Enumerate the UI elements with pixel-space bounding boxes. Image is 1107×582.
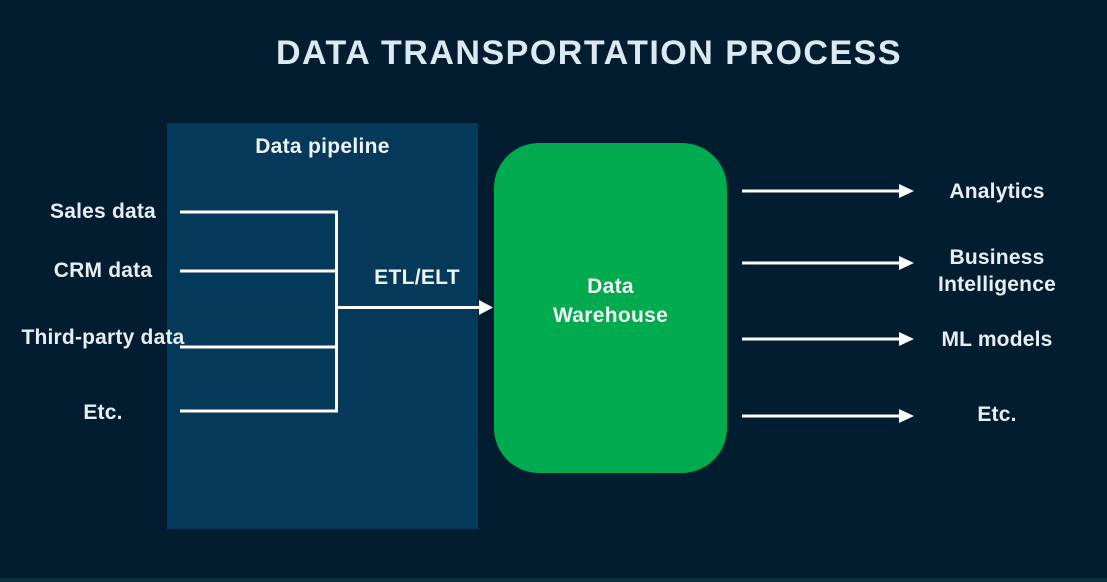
source-label-sales-data: Sales data: [50, 200, 156, 223]
etl-elt-label: ETL/ELT: [374, 266, 460, 289]
source-label-third-party-data: Third-party data: [21, 326, 185, 349]
output-label-ml-models: ML models: [941, 328, 1053, 351]
output-label-business-intelligence: Business Intelligence: [938, 246, 1056, 296]
footer-accent-bar: [0, 578, 1107, 582]
source-label-crm-data: CRM data: [53, 259, 153, 282]
data-warehouse-label: Data Warehouse: [552, 275, 669, 327]
data-pipeline-label: Data pipeline: [255, 135, 390, 158]
output-label-etc: Etc.: [977, 403, 1017, 426]
output-label-analytics: Analytics: [949, 180, 1045, 203]
page-title: DATA TRANSPORTATION PROCESS: [275, 34, 903, 72]
etl-arrow-head: [479, 300, 493, 315]
data-warehouse-box: Data Warehouse: [494, 143, 727, 473]
source-label-etc: Etc.: [83, 401, 123, 424]
data-pipeline-box: Data pipeline: [167, 123, 478, 529]
